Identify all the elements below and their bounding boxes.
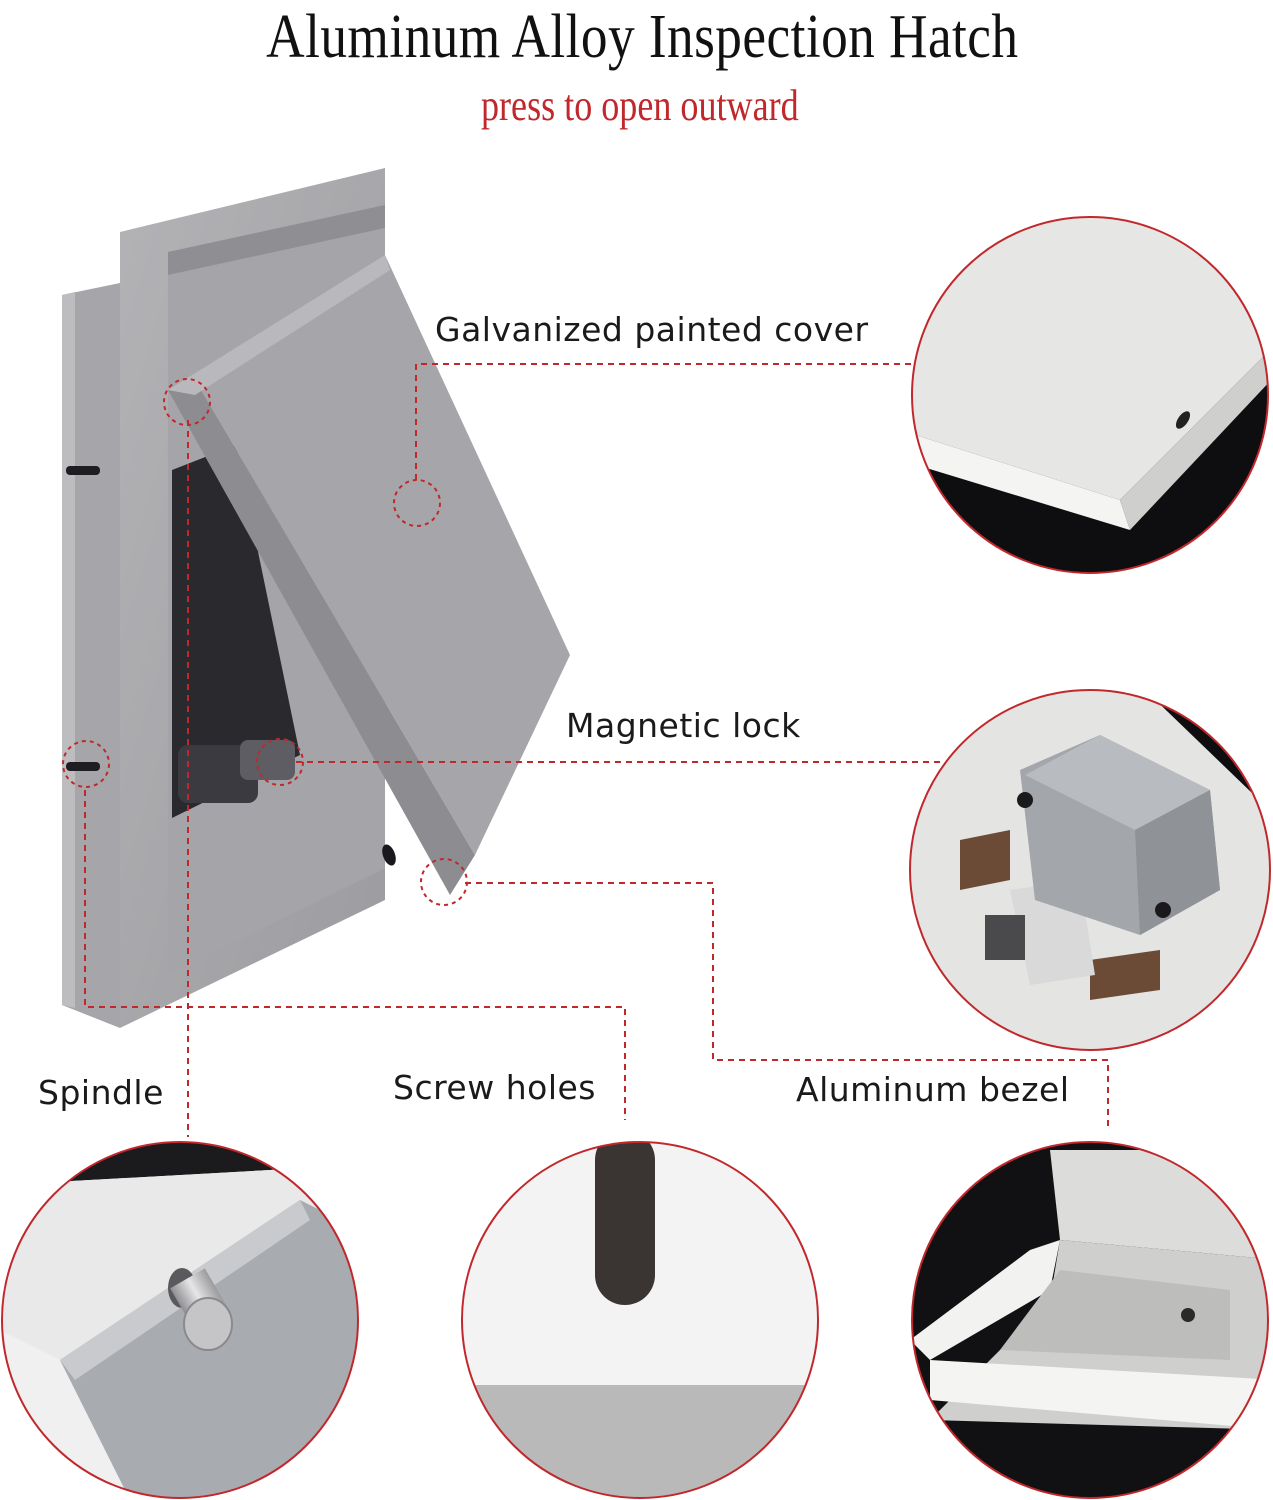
callout-screw-holes-label: Screw holes [393, 1068, 596, 1107]
hatch-illustration [62, 168, 570, 1028]
callout-cover-label: Galvanized painted cover [435, 310, 869, 349]
detail-bezel-closeup [911, 1141, 1269, 1499]
page-title: Aluminum Alloy Inspection Hatch [266, 3, 1019, 71]
detail-screw-hole-closeup [461, 1141, 819, 1499]
callout-spindle-label: Spindle [38, 1073, 164, 1112]
detail-lock-closeup [909, 689, 1271, 1051]
detail-cover-closeup [911, 216, 1269, 574]
callout-lock-label: Magnetic lock [566, 706, 801, 745]
callout-lines [84, 363, 1109, 1137]
detail-spindle-closeup [1, 1141, 359, 1499]
callout-bezel-label: Aluminum bezel [796, 1070, 1070, 1109]
page-subtitle: press to open outward [481, 81, 799, 130]
callout-markers [62, 378, 468, 906]
